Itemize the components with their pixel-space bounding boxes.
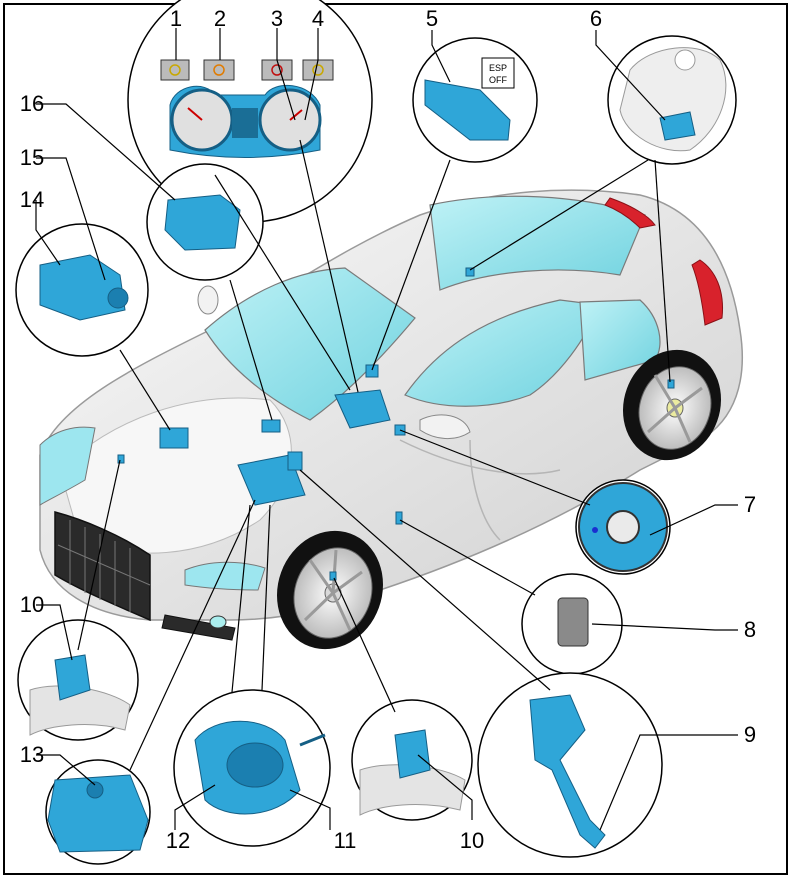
callout-13: 13 bbox=[20, 742, 44, 767]
esp-label-line2: OFF bbox=[489, 75, 507, 85]
diagram-frame bbox=[3, 3, 788, 875]
callout-8: 8 bbox=[744, 617, 756, 642]
callout-2: 2 bbox=[214, 6, 226, 31]
callout-4: 4 bbox=[312, 6, 324, 31]
esp-label-line1: ESP bbox=[489, 63, 507, 73]
callout-3: 3 bbox=[271, 6, 283, 31]
detail-bracket-9 bbox=[477, 672, 663, 858]
warning-lamp-icon bbox=[261, 59, 293, 81]
warning-lamp-icon bbox=[302, 59, 334, 81]
detail-abs-unit-11-12 bbox=[173, 689, 331, 847]
callout-16: 16 bbox=[20, 91, 44, 116]
leader-lines bbox=[35, 28, 738, 831]
callout-numbers: 1 2 3 4 5 6 7 8 9 10 10 11 12 13 14 15 1… bbox=[20, 6, 756, 853]
callout-11: 11 bbox=[334, 828, 357, 853]
detail-sensor-13 bbox=[45, 759, 151, 865]
callout-10-left: 10 bbox=[20, 592, 44, 617]
callout-7: 7 bbox=[744, 492, 756, 517]
callout-5: 5 bbox=[426, 6, 438, 31]
detail-sensor-10-left bbox=[17, 619, 139, 741]
detail-clock-spring-7 bbox=[575, 479, 671, 575]
callout-1: 1 bbox=[170, 6, 182, 31]
detail-sensor-10-right bbox=[351, 699, 473, 821]
detail-sensor-16 bbox=[146, 163, 264, 281]
car-illustration bbox=[39, 189, 743, 650]
detail-esp-button: ESP OFF bbox=[412, 37, 538, 163]
callout-12: 12 bbox=[166, 828, 190, 853]
callout-10-right: 10 bbox=[460, 828, 484, 853]
warning-lamp-icon bbox=[160, 59, 190, 81]
callout-9: 9 bbox=[744, 722, 756, 747]
callout-14: 14 bbox=[20, 187, 44, 212]
detail-sensor-6 bbox=[607, 35, 737, 165]
warning-lamp-icon bbox=[203, 59, 235, 81]
detail-control-unit-8 bbox=[521, 573, 623, 675]
callout-15: 15 bbox=[20, 145, 44, 170]
detail-sensor-14-15 bbox=[15, 223, 149, 357]
callout-6: 6 bbox=[590, 6, 602, 31]
